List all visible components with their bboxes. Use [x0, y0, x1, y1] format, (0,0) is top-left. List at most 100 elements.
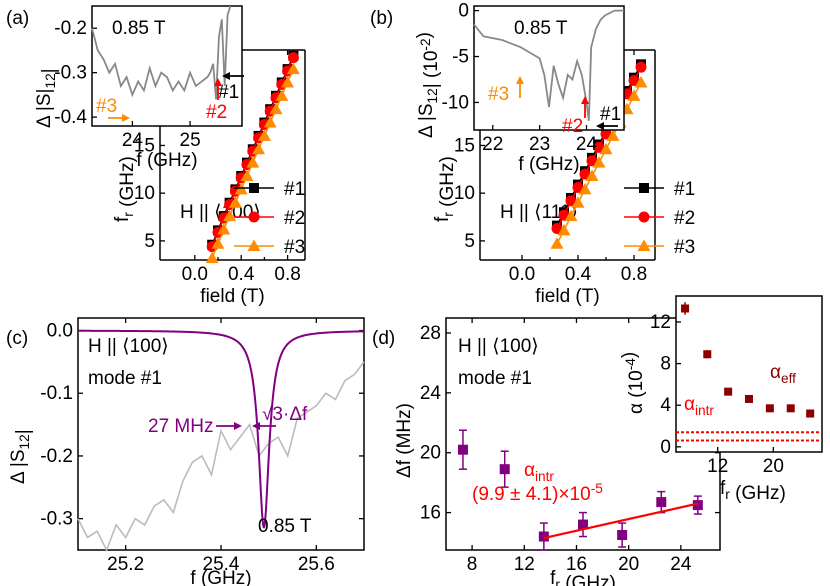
- linear-fit: [543, 502, 699, 540]
- inset-y-label: α (10-4): [619, 352, 647, 414]
- data-point: [217, 222, 231, 235]
- x-tick-label: 0.8: [274, 264, 300, 285]
- data-point: [211, 237, 225, 249]
- label-part: f (GHz): [190, 568, 251, 586]
- legend-label: #2: [674, 208, 695, 229]
- y-tick-label: 15: [134, 135, 155, 156]
- x-tick-label: 25.6: [298, 554, 335, 575]
- y-tick-label: 20: [420, 443, 441, 464]
- y-tick-label: -5: [452, 47, 469, 68]
- inset-x-label: f (GHz): [518, 154, 579, 175]
- data-point: [564, 209, 578, 222]
- label-part: r: [441, 212, 456, 217]
- mode-label: #1: [218, 82, 239, 103]
- mode-label: #1: [600, 104, 621, 125]
- label-part: H || ⟨100⟩: [458, 336, 539, 357]
- y-tick-label: -0.3: [40, 509, 73, 530]
- lorentzian-fit: [77, 329, 365, 529]
- y-tick-label: -0.2: [54, 18, 87, 39]
- data-point: [599, 142, 613, 155]
- mode-label: #3: [488, 84, 509, 105]
- data-point: [538, 531, 549, 542]
- y-axis-label: fr (GHz): [112, 156, 138, 222]
- data-point: [223, 209, 237, 222]
- data-point: [205, 251, 219, 264]
- data-point: [572, 181, 584, 193]
- fit-value-label: (9.9 ± 4.1)×10-5: [472, 481, 603, 505]
- y-tick-label: 4: [660, 395, 671, 416]
- label-part: (9.9 ± 4.1)×10: [472, 484, 591, 505]
- x-tick-label: 20: [763, 456, 784, 477]
- y-tick-label: 5: [464, 231, 475, 252]
- legend-marker: [639, 183, 649, 193]
- data-point: [551, 223, 563, 234]
- label-part: α: [684, 394, 695, 415]
- field-direction-label: H || ⟨111⟩: [500, 202, 578, 223]
- label-part: (GHz): [117, 156, 138, 212]
- label-part: |: [13, 429, 34, 434]
- x-tick-label: 24: [670, 554, 692, 575]
- data-point: [585, 169, 599, 181]
- inset-frame: [91, 5, 243, 127]
- alpha-point: [806, 409, 815, 418]
- label-part: α: [770, 362, 781, 383]
- x-tick-label: 0.4: [228, 264, 255, 285]
- label-part: intr: [535, 469, 554, 484]
- data-point: [269, 102, 283, 115]
- y-axis-label: fr (GHz): [432, 156, 458, 222]
- label-part: -5: [591, 481, 604, 496]
- legend-marker: [248, 211, 260, 223]
- data-point: [634, 75, 648, 88]
- width-arrow-head: [234, 422, 242, 430]
- label-part: f (GHz): [136, 150, 197, 171]
- y-tick-label: 5: [144, 231, 155, 252]
- legend-label: #3: [674, 237, 695, 258]
- y-axis-label: Δf (MHz): [394, 403, 415, 478]
- data-point: [579, 168, 591, 180]
- data-point: [606, 129, 620, 141]
- label-part: intr: [695, 403, 714, 418]
- x-tick-label: 0.4: [565, 264, 592, 285]
- inset-a-y-label: Δ |S|12|: [34, 68, 60, 128]
- data-point: [257, 129, 271, 141]
- mode-arrow-head: [596, 122, 604, 130]
- mode-arrow-head: [122, 114, 130, 122]
- y-axis-label: Δ |S12|: [8, 429, 34, 484]
- data-point: [550, 237, 564, 249]
- y-tick-label: 10: [454, 183, 475, 204]
- x-tick-label: 20: [618, 554, 639, 575]
- data-point: [571, 196, 585, 208]
- label-part: ): [414, 32, 435, 38]
- linewidth-label: 27 MHz: [148, 416, 213, 437]
- y-tick-label: 0: [660, 437, 671, 458]
- x-tick-label: 0.8: [621, 264, 647, 285]
- y-tick-label: -0.3: [54, 63, 87, 84]
- x-tick-label: 25: [180, 130, 201, 151]
- mode-arrow-head: [516, 76, 524, 84]
- x-tick-label: 24: [122, 130, 144, 151]
- panel-label: (b): [370, 8, 393, 29]
- alpha-point: [724, 387, 733, 396]
- data-point: [617, 530, 628, 541]
- data-point: [228, 196, 242, 208]
- legend-label: #2: [284, 208, 305, 229]
- inset-x-label: fr (GHz): [720, 478, 786, 504]
- label-part: (GHz): [437, 156, 458, 212]
- mode-arrow-head: [214, 78, 222, 86]
- panel-label: (c): [6, 328, 28, 349]
- mode-label: #2: [206, 102, 227, 123]
- inset-b-y-label: Δ |S12| (10-2): [414, 32, 442, 138]
- legend-marker: [249, 183, 259, 193]
- data-point: [457, 444, 468, 455]
- alpha-point: [765, 404, 774, 413]
- label-part: eff: [781, 371, 796, 386]
- mode-label: #2: [562, 116, 583, 137]
- measured-spectrum: [77, 361, 365, 552]
- label-part: Δ |S|: [34, 89, 55, 128]
- alpha-point: [786, 404, 795, 413]
- x-tick-label: 23: [529, 134, 550, 155]
- alpha-point: [745, 394, 753, 403]
- spectrum-line: [91, 5, 232, 100]
- label-part: H || ⟨111⟩: [500, 202, 578, 223]
- label-part: | (10: [421, 51, 442, 89]
